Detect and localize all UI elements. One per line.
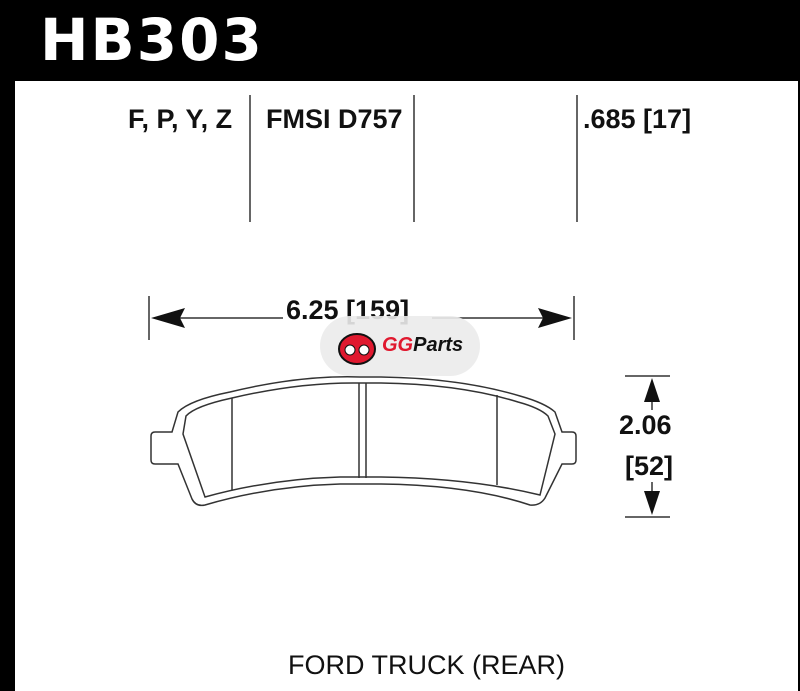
height-dimension-in: 2.06 bbox=[619, 410, 672, 440]
watermark-logo: GGParts bbox=[320, 316, 480, 376]
right-border bbox=[798, 0, 800, 691]
watermark-brand-red: GG bbox=[382, 334, 414, 356]
watermark-brand-dark: Parts bbox=[413, 334, 464, 356]
fmsi-number: FMSI D757 bbox=[266, 104, 403, 134]
thickness: .685 [17] bbox=[583, 104, 692, 134]
mascot-icon bbox=[338, 333, 376, 365]
left-border bbox=[0, 0, 15, 691]
compounds: F, P, Y, Z bbox=[128, 104, 233, 134]
header-bar bbox=[0, 0, 800, 81]
part-number: HB303 bbox=[40, 6, 264, 74]
height-dimension-mm: [52] bbox=[625, 451, 674, 481]
application: FORD TRUCK (REAR) bbox=[288, 650, 566, 680]
